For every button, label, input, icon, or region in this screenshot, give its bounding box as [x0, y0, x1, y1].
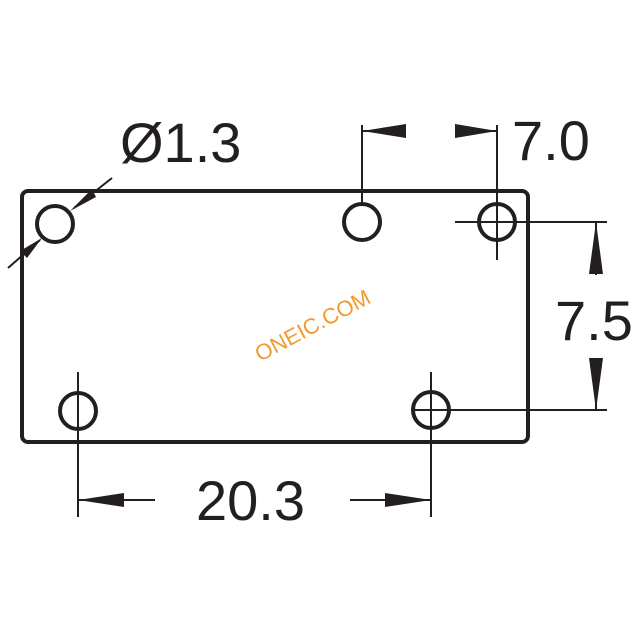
pin-pitch-top-label: 7.0 [512, 109, 590, 172]
pin-pitch-side-label: 7.5 [555, 289, 633, 352]
hole-diameter-label: Ø1.3 [120, 111, 241, 174]
pitch-dimension-top [361, 124, 498, 260]
pin-span-bottom-label: 20.3 [196, 469, 305, 532]
watermark-text: ONEIC.COM [251, 285, 375, 367]
pin-hole-top-middle [342, 202, 382, 242]
relay-body-outline [20, 189, 530, 444]
pin-hole-top-left [35, 204, 75, 244]
pitch-dimension-right [412, 221, 607, 411]
span-dimension-bottom [77, 372, 432, 517]
diameter-leader [7, 177, 113, 269]
